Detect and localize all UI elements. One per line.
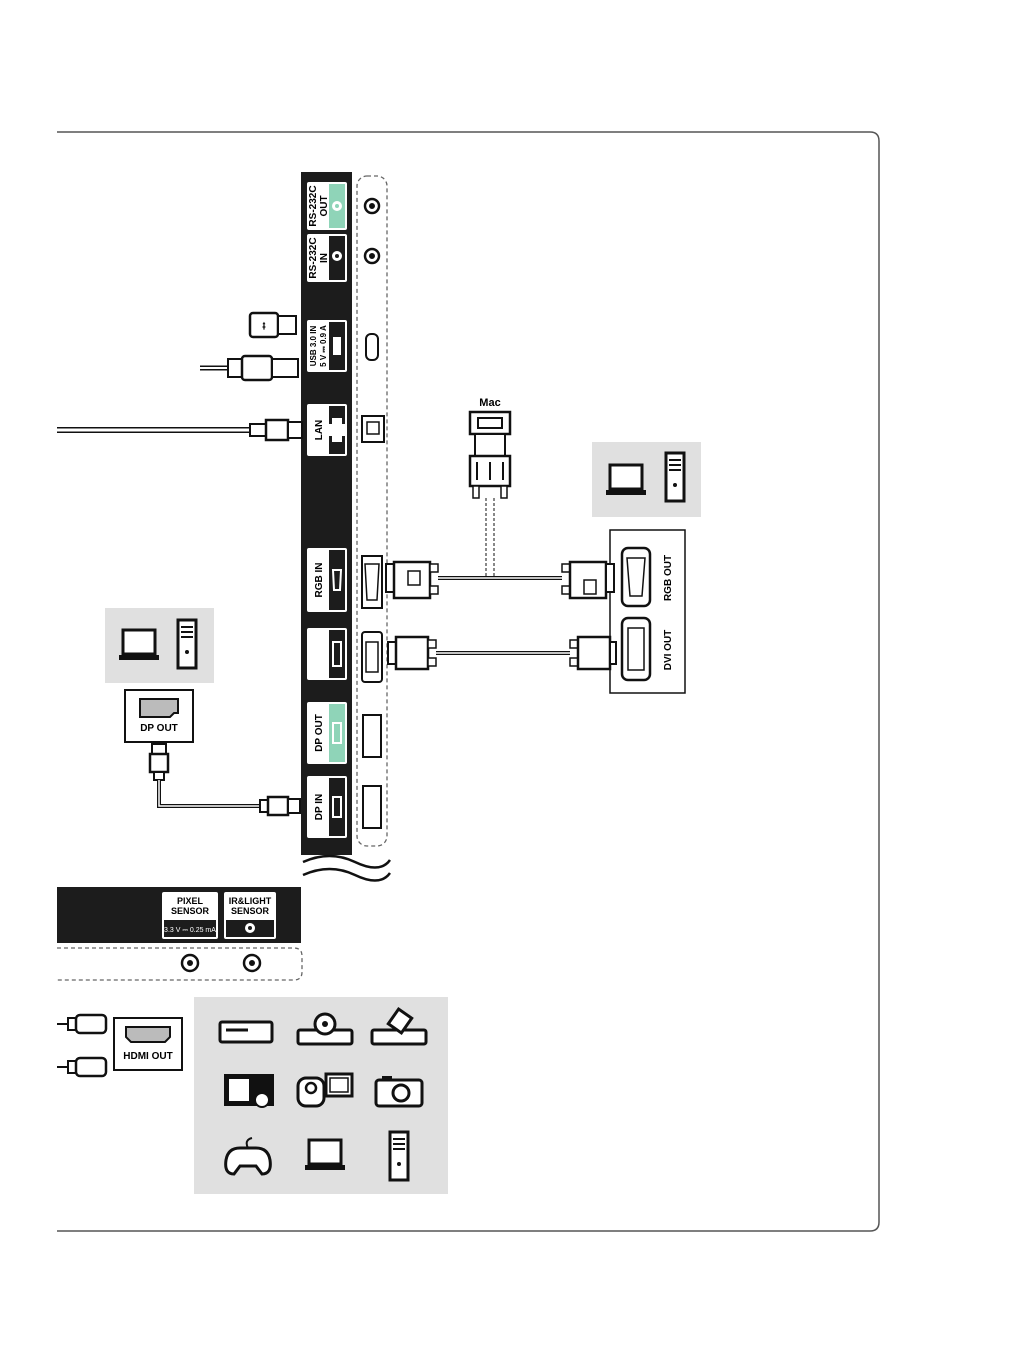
sensor-rear-profile: [57, 948, 302, 980]
port-rs232c-out: RS-232C OUT: [307, 182, 347, 230]
usb-label-2: 5 V ⎓ 0.9 A: [319, 325, 328, 367]
computer-box-dp: [105, 608, 214, 683]
panel-break: [303, 856, 390, 881]
dp-in-label: DP IN: [314, 794, 325, 821]
laptop-icon: [305, 1140, 345, 1170]
rgb-out-label: RGB OUT: [663, 555, 674, 601]
rgb-in-label: RGB IN: [314, 563, 325, 598]
lan-cable: [57, 420, 302, 440]
usb-flash-drive-icon: ⭻: [250, 313, 296, 337]
desktop-pc-icon: [178, 620, 196, 668]
computer-box-rgb: [592, 442, 701, 517]
lan-label: LAN: [314, 420, 325, 441]
desktop-pc-icon: [390, 1132, 408, 1180]
mac-adapter: Mac: [470, 397, 510, 578]
home-theater-icon: [224, 1074, 274, 1107]
hdmi-devices-box: [194, 997, 448, 1194]
pixel-sensor-label-1: PIXEL: [177, 896, 204, 906]
svg-text:⭻: ⭻: [262, 319, 266, 333]
hdmi-out-box: HDMI OUT: [114, 1018, 182, 1070]
laptop-icon: [119, 630, 159, 660]
rgb-cable: [386, 562, 614, 598]
port-dvi-in: [307, 628, 347, 680]
dvi-cable: [388, 637, 616, 669]
irlight-sensor-label-2: SENSOR: [231, 906, 270, 916]
dvi-out-label: DVI OUT: [663, 630, 674, 671]
laptop-icon: [606, 465, 646, 495]
rs232c-out-label-2: OUT: [319, 195, 330, 216]
rs232c-in-label-2: IN: [319, 253, 330, 263]
dp-out-source-label: DP OUT: [140, 723, 178, 734]
port-dp-in: DP IN: [307, 776, 347, 838]
pixel-sensor-rating: 3.3 V ⎓ 0.25 mA: [164, 927, 216, 934]
port-usb: USB 3.0 IN 5 V ⎓ 0.9 A: [307, 320, 347, 372]
port-rs232c-in: RS-232C IN: [307, 234, 347, 282]
pixel-sensor-label-2: SENSOR: [171, 906, 210, 916]
sensor-panel: PIXEL SENSOR 3.3 V ⎓ 0.25 mA IR&LIGHT SE…: [57, 887, 301, 943]
port-dp-out: DP OUT: [307, 702, 347, 764]
dp-out-source-box: DP OUT: [125, 690, 193, 742]
camera-icon: [376, 1076, 422, 1106]
hdmi-cables: [57, 1015, 106, 1076]
port-lan: LAN: [307, 404, 347, 456]
dp-cable: [150, 744, 300, 815]
hdmi-out-label: HDMI OUT: [123, 1051, 172, 1062]
rear-profile-ports: [362, 199, 384, 828]
dvd-player-icon: [220, 1022, 272, 1042]
port-rgb-in: RGB IN: [307, 548, 347, 612]
desktop-pc-icon: [666, 453, 684, 501]
usb-cable: [200, 356, 298, 380]
video-out-box: RGB OUT DVI OUT: [610, 530, 685, 693]
irlight-sensor-label-1: IR&LIGHT: [229, 896, 272, 906]
rs232c-in-label-1: RS-232C: [308, 237, 319, 278]
mac-label: Mac: [479, 397, 500, 409]
rs232c-out-label-1: RS-232C: [308, 185, 319, 226]
usb-label-1: USB 3.0 IN: [309, 326, 318, 367]
dp-out-label: DP OUT: [314, 714, 325, 752]
